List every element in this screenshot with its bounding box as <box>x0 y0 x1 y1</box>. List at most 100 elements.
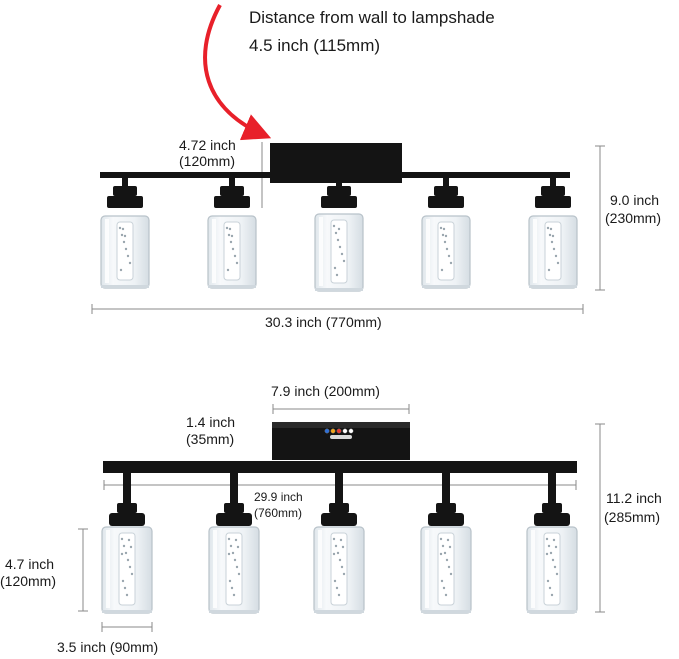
side-stem-4 <box>442 469 450 503</box>
front-socket-cap-1 <box>113 186 137 196</box>
front-socket-2 <box>214 196 250 208</box>
front-arm-5 <box>550 176 556 190</box>
front-shade-5-bubble <box>551 234 555 238</box>
bar-length-mm: (760mm) <box>254 506 303 520</box>
front-shade-5-bubble <box>556 261 560 265</box>
side-shade-5-rim <box>527 610 577 613</box>
front-shade-4-bubble <box>441 233 445 237</box>
side-socket-cap-1 <box>117 503 137 513</box>
front-shade-4-rim <box>422 285 470 288</box>
side-shade-4-bubble <box>446 538 450 542</box>
side-shade-4-rim <box>421 610 471 613</box>
front-shade-2-bubble <box>226 268 230 272</box>
side-shade-3-bubble <box>335 586 339 590</box>
side-shade-4-crystal-rod <box>437 532 455 606</box>
indicator-dot-1 <box>324 428 330 434</box>
front-shade-3-rim <box>315 288 363 291</box>
front-shade-4 <box>421 215 471 289</box>
front-shade-3-bubble <box>334 231 338 235</box>
side-shade-4-bubble <box>439 552 443 556</box>
front-socket-5 <box>535 196 571 208</box>
front-shade-2-crystal-rod <box>223 221 241 281</box>
front-shade-4-bubble <box>447 254 451 258</box>
front-shade-5-rim <box>529 285 577 288</box>
front-shade-4-bubble <box>440 268 444 272</box>
side-stem-5 <box>548 469 556 503</box>
red-curved-arrow <box>203 4 272 141</box>
callout-value: 4.5 inch (115mm) <box>249 36 381 55</box>
front-shade-2-highlight <box>212 219 216 283</box>
front-shade-5-bubble <box>554 254 558 258</box>
front-shade-1-bubble <box>119 268 123 272</box>
front-shade-4-bubble <box>439 226 443 230</box>
front-socket-4 <box>428 196 464 208</box>
front-shade-4-bubble <box>445 247 449 251</box>
front-socket-cap-2 <box>220 186 244 196</box>
front-shade-5-bubble <box>548 233 552 237</box>
front-shade-1-bubble <box>123 234 127 238</box>
side-shade-3-rim <box>314 610 364 613</box>
side-shade-5-bubble <box>555 572 559 576</box>
front-shade-1-crystal-rod <box>116 221 134 281</box>
front-shade-2-bubble <box>235 261 239 265</box>
side-shade-5-bubble <box>550 593 554 597</box>
side-shade-1-bubble <box>120 537 124 541</box>
side-shade-2-bubble <box>228 579 232 583</box>
side-shade-2-bubble <box>227 552 231 556</box>
side-socket-cap-4 <box>436 503 456 513</box>
front-shade-4-bubble <box>444 234 448 238</box>
side-shade-1-highlight <box>106 530 110 608</box>
front-socket-cap-4 <box>434 186 458 196</box>
front-shade-3-bubble <box>340 252 344 256</box>
front-shade-1-bubble <box>122 240 126 244</box>
front-shade-5-bubble <box>547 268 551 272</box>
side-shade-5-bubble <box>545 537 549 541</box>
front-shade-1-bubble <box>121 227 125 231</box>
backplate-width: 7.9 inch (200mm) <box>271 383 380 399</box>
side-shade-2-bubble <box>232 593 236 597</box>
side-shade-2-bubble <box>229 544 233 548</box>
front-shade-1-bubble <box>124 247 128 251</box>
backplate-depth-mm: (35mm) <box>186 431 235 447</box>
shade-height-mm: (120mm) <box>0 573 57 589</box>
side-shade-3-bubble <box>332 552 336 556</box>
indicator-dot-3 <box>336 428 342 434</box>
side-shade-1-bubble <box>125 593 129 597</box>
side-stem-2 <box>230 469 238 503</box>
side-shade-2-bubble <box>234 538 238 542</box>
side-crossbar <box>103 461 577 473</box>
front-shade-3-bubble <box>332 224 336 228</box>
side-shade-2-bubble <box>233 558 237 562</box>
side-shade-1-bubble <box>130 572 134 576</box>
side-socket-cap-5 <box>542 503 562 513</box>
side-shade-2-highlight <box>213 530 217 608</box>
side-shade-4-bubble <box>440 579 444 583</box>
front-shade-1-bubble <box>126 254 130 258</box>
front-shade-1-rim <box>101 285 149 288</box>
side-shade-5-bubble <box>548 586 552 590</box>
side-shade-1-bubble <box>126 558 130 562</box>
side-total-height-inch: 11.2 inch <box>606 490 662 506</box>
side-shade-5-bubble <box>547 544 551 548</box>
front-socket-3 <box>321 196 357 208</box>
front-socket-1 <box>107 196 143 208</box>
side-shade-1-bubble <box>120 552 124 556</box>
side-stem-1 <box>123 469 131 503</box>
side-shade-3-bubble <box>338 558 342 562</box>
front-shade-5-highlight <box>533 219 537 283</box>
front-arm-1 <box>122 176 128 190</box>
side-shade-1-bubble <box>128 565 132 569</box>
side-shade-2-crystal-rod <box>225 532 243 606</box>
front-shade-4-bubble <box>442 227 446 231</box>
side-shade-1-bubble <box>127 538 131 542</box>
side-shade-3-bubble <box>333 579 337 583</box>
indicator-dot-5 <box>348 428 354 434</box>
front-total-height-inch: 9.0 inch <box>610 192 660 208</box>
side-shade-3-bubble <box>342 572 346 576</box>
side-shade-5-crystal-rod <box>543 532 561 606</box>
side-shade-5-bubble <box>546 579 550 583</box>
front-arm-3 <box>336 176 342 190</box>
front-shade-1-bubble <box>118 226 122 230</box>
side-backplate-top-edge <box>272 422 410 428</box>
side-shade-1-rim <box>102 610 152 613</box>
